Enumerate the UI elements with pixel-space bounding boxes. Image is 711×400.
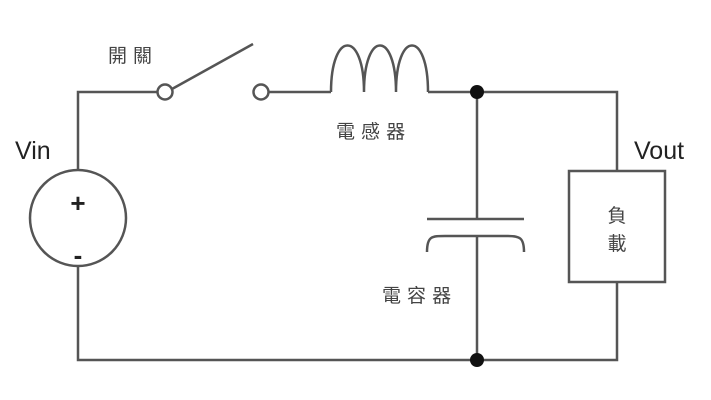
vin-label: Vin <box>15 137 51 165</box>
vout-label: Vout <box>634 137 684 165</box>
switch-label: 開 關 <box>108 45 152 67</box>
switch-terminal-left <box>156 83 174 101</box>
load-box <box>567 169 667 284</box>
inductor <box>329 44 430 93</box>
capacitor-label: 電 容 器 <box>382 285 451 307</box>
load-label-line2: 載 <box>607 233 626 255</box>
switch-lever <box>171 42 254 91</box>
switch-terminal-right <box>252 83 270 101</box>
inductor-label: 電 感 器 <box>336 121 405 143</box>
wire-inductor-output <box>428 90 619 171</box>
plus-sign: + <box>70 188 85 218</box>
load-label-line1: 負 <box>607 205 626 227</box>
voltage-source <box>28 168 128 268</box>
switch <box>156 42 270 101</box>
wire-left-bottom <box>76 266 619 362</box>
wire-left-top <box>76 90 157 170</box>
junction-node-bottom <box>470 353 484 367</box>
junction-node-top <box>470 85 484 99</box>
minus-sign: - <box>74 240 83 270</box>
capacitor-plate-curved <box>425 234 526 253</box>
